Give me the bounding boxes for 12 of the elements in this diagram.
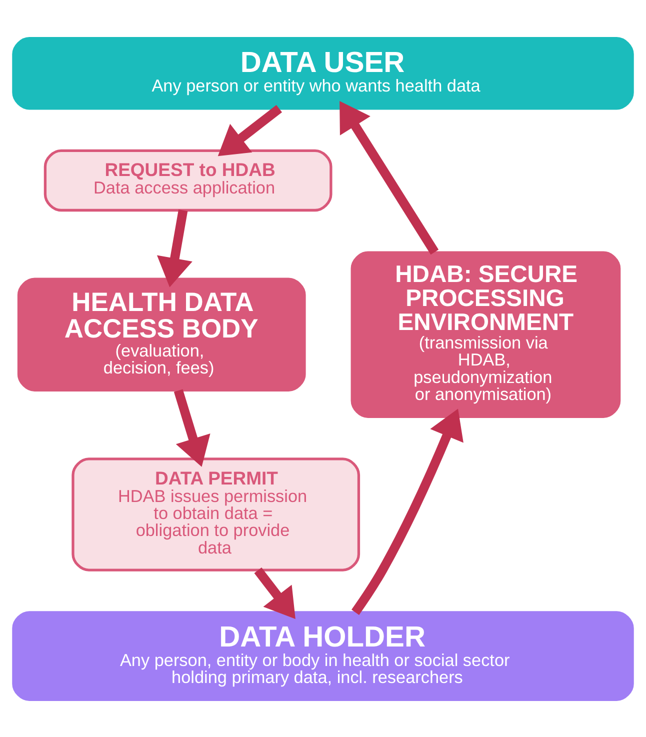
arrow xyxy=(156,209,192,287)
node-box: DATA PERMIT HDAB issues permission to obtain data = obligation to provide data xyxy=(72,457,360,571)
arrow xyxy=(340,100,439,254)
arrow xyxy=(254,567,296,618)
arrow xyxy=(174,388,210,466)
node-box: DATA HOLDER Any person, entity or body in health or social sector holding primary data, incl. researchers xyxy=(12,610,634,701)
node-box: REQUEST to HDAB Data access application xyxy=(44,148,332,212)
arrow xyxy=(352,408,464,614)
node-box: HDAB: SECURE PROCESSING ENVIRONMENT (transmission via HDAB, pseudonymization or anonymisation) xyxy=(350,250,621,418)
arrow xyxy=(218,104,282,156)
node-box: DATA USER Any person or entity who wants health data xyxy=(12,36,634,110)
node-box: HEALTH DATA ACCESS BODY (evaluation, decision, fees) xyxy=(17,277,306,391)
